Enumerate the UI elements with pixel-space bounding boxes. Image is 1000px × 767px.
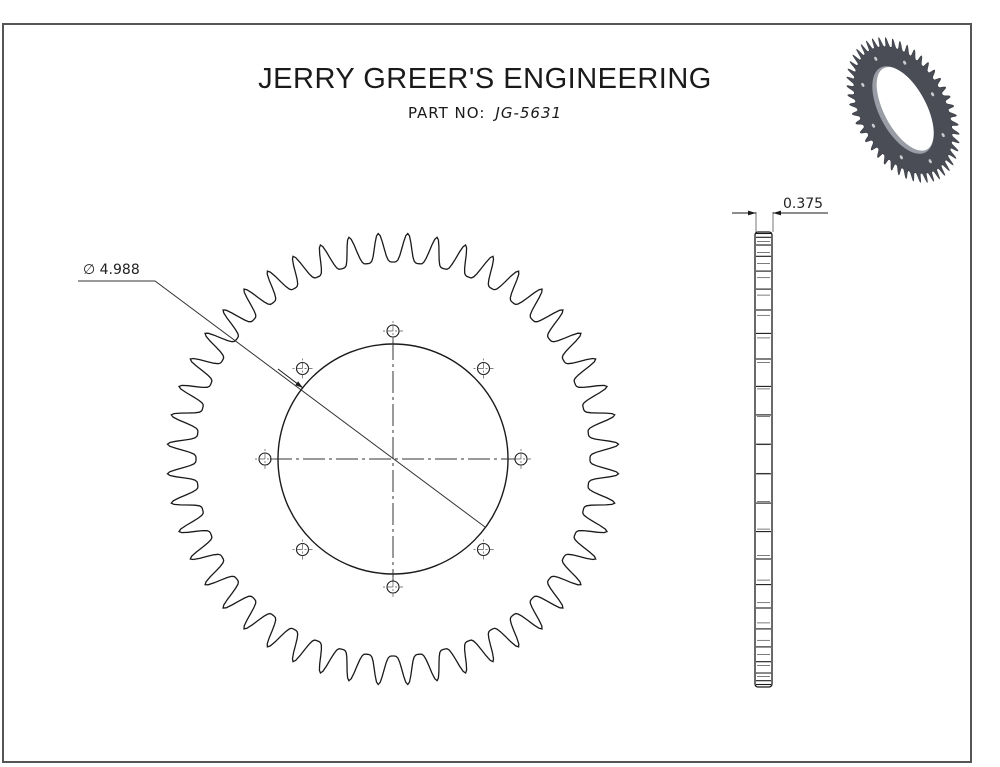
diameter-arrow [277, 368, 304, 389]
iso-bolt-hole [871, 123, 876, 128]
bolt-hole [292, 358, 313, 379]
sprocket-side-view [732, 210, 828, 688]
side-profile-body [754, 231, 773, 688]
bolt-hole [511, 449, 531, 469]
bolt-hole [383, 577, 403, 597]
iso-bolt-hole [899, 155, 903, 160]
sprocket-front-view [78, 232, 620, 686]
bolt-holes [255, 321, 531, 597]
sprocket-teeth-outline [166, 232, 620, 686]
iso-bolt-hole [930, 92, 935, 97]
diameter-dimension-text: ∅ 4.988 [83, 262, 140, 278]
bolt-hole [473, 539, 494, 560]
company-title: JERRY GREER'S ENGINEERING [258, 63, 712, 95]
diameter-leader-line [78, 280, 486, 528]
iso-bolt-hole [928, 159, 932, 164]
part-number-line: PART NO: JG-5631 [0, 104, 970, 122]
iso-bolt-hole [941, 133, 945, 138]
bolt-hole [473, 358, 494, 379]
bolt-hole [383, 321, 403, 341]
iso-bolt-hole [903, 60, 907, 65]
part-number-value: JG-5631 [495, 104, 563, 122]
iso-bore [876, 67, 934, 151]
isometric-render [846, 37, 960, 183]
side-tooth-bands [756, 232, 771, 686]
part-number-label: PART NO: [407, 104, 486, 122]
iso-bolt-hole [861, 82, 865, 87]
iso-bolt-hole [874, 56, 878, 61]
bolt-hole [292, 539, 313, 560]
thickness-dimension-text: 0.375 [783, 196, 824, 212]
bolt-hole [255, 449, 275, 469]
